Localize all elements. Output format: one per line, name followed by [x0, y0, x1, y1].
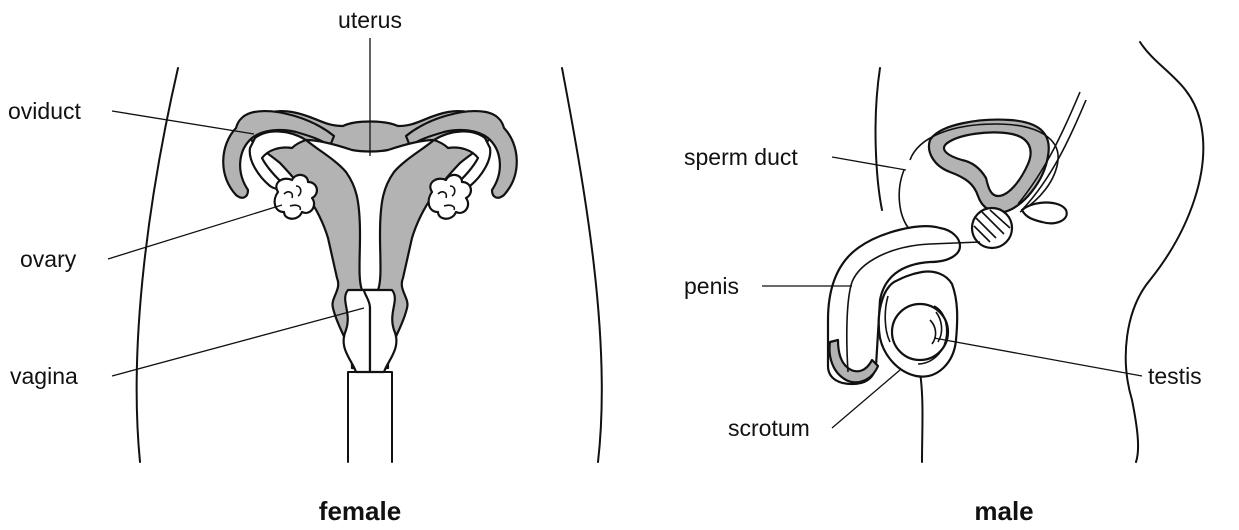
ovary-right — [429, 175, 471, 219]
male-body-outline-front — [876, 68, 882, 210]
ovary-leader — [108, 205, 282, 259]
female-diagram — [137, 68, 602, 462]
testis-label: testis — [1148, 363, 1202, 389]
male-body-outline-leg — [920, 372, 923, 462]
female-body-outline-left — [137, 68, 178, 462]
vagina-leader — [112, 308, 364, 376]
sperm-duct-leader — [832, 157, 906, 170]
scrotum-label: scrotum — [728, 415, 810, 441]
uterus-label: uterus — [338, 7, 402, 33]
testis-leader — [934, 338, 1142, 376]
oviduct-leader — [112, 111, 254, 134]
ovary-label: ovary — [20, 246, 77, 272]
male-diagram — [828, 42, 1203, 462]
penis-label: penis — [684, 273, 739, 299]
gland — [1022, 203, 1067, 224]
oviduct-label: oviduct — [8, 98, 81, 124]
ovary-left — [275, 175, 317, 219]
female-lower-tube — [348, 372, 392, 462]
female-caption: female — [319, 496, 401, 526]
vagina-label: vagina — [10, 363, 78, 389]
testis — [892, 304, 948, 360]
male-body-outline-back — [1126, 42, 1203, 462]
male-caption: male — [974, 496, 1033, 526]
sperm-duct-label: sperm duct — [684, 144, 798, 170]
female-body-outline-right — [562, 68, 602, 462]
